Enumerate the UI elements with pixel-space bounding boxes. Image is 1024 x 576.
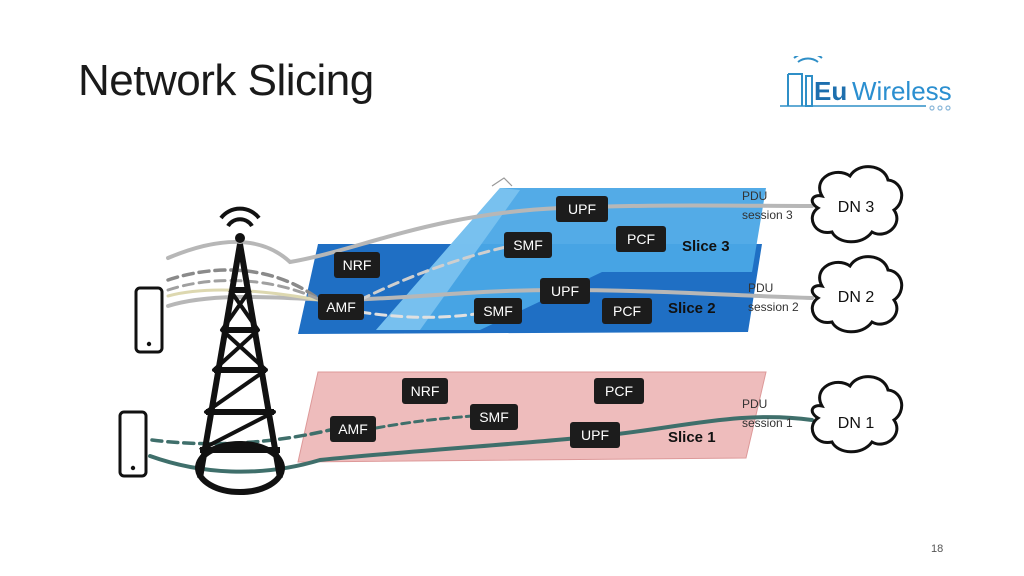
slice2-pcf: PCF xyxy=(602,298,652,324)
slice2-nrf: NRF xyxy=(334,252,380,278)
path-session2 xyxy=(166,287,814,308)
slice1-nrf: NRF xyxy=(402,378,448,404)
slice3-label: Slice 3 xyxy=(682,238,730,255)
pdu-session2-label-2: session 2 xyxy=(748,300,799,314)
dn2-cloud-icon: DN 2 xyxy=(810,255,904,334)
svg-text:AMF: AMF xyxy=(326,299,356,315)
svg-text:NRF: NRF xyxy=(411,383,440,399)
dn3-label: DN 3 xyxy=(838,199,875,216)
pdu-session2-label-1: PDU xyxy=(748,281,773,295)
svg-text:PCF: PCF xyxy=(613,303,641,319)
slice1-amf: AMF xyxy=(330,416,376,442)
svg-text:UPF: UPF xyxy=(581,427,609,443)
slice2-amf: AMF xyxy=(318,294,364,320)
path-dashed-slice3 xyxy=(358,242,522,302)
phone-icon-upper xyxy=(134,286,164,354)
slice2-smf: SMF xyxy=(474,298,522,324)
dn1-cloud-icon: DN 1 xyxy=(810,375,904,454)
svg-text:NRF: NRF xyxy=(343,257,372,273)
slice1-smf: SMF xyxy=(470,404,518,430)
svg-text:SMF: SMF xyxy=(513,237,543,253)
dn1-label: DN 1 xyxy=(838,415,875,432)
svg-text:PCF: PCF xyxy=(605,383,633,399)
svg-text:UPF: UPF xyxy=(551,283,579,299)
path-session1 xyxy=(148,415,814,474)
path-dashed-upper2 xyxy=(166,279,322,302)
svg-text:SMF: SMF xyxy=(483,303,513,319)
logo-text-light: Wireless xyxy=(852,76,952,106)
slice2-upf: UPF xyxy=(540,278,590,304)
path-dashed-upper1 xyxy=(166,268,322,302)
phone-icon-lower xyxy=(118,410,148,478)
slice2-label: Slice 2 xyxy=(668,300,716,317)
slice1-label: Slice 1 xyxy=(668,429,716,446)
path-dashed-slice2 xyxy=(358,310,492,319)
page-title: Network Slicing xyxy=(78,56,374,105)
dn3-cloud-icon: DN 3 xyxy=(810,165,904,244)
svg-text:PCF: PCF xyxy=(627,231,655,247)
slice3-smf: SMF xyxy=(504,232,552,258)
pdu-session1-label-1: PDU xyxy=(742,397,767,411)
pdu-session3-label-1: PDU xyxy=(742,189,767,203)
dn2-label: DN 2 xyxy=(838,289,875,306)
circuit-dots-icon xyxy=(929,105,951,111)
slice1-pcf: PCF xyxy=(594,378,644,404)
path-dashed-smf1 xyxy=(374,414,474,430)
svg-text:SMF: SMF xyxy=(479,409,509,425)
slice3-ramp xyxy=(376,188,520,330)
svg-text:UPF: UPF xyxy=(568,201,596,217)
page-number: 18 xyxy=(931,543,944,555)
cell-tower-icon xyxy=(195,206,285,495)
svg-text:AMF: AMF xyxy=(338,421,368,437)
slice3-flag xyxy=(491,177,513,187)
building-icon xyxy=(780,56,926,107)
logo-text-bold: Eu xyxy=(814,76,847,106)
slice3-pcf: PCF xyxy=(616,226,666,252)
euwireless-logo: Eu Wireless xyxy=(780,56,952,111)
slice1-upf: UPF xyxy=(570,422,620,448)
slice3-upf: UPF xyxy=(556,196,608,222)
path-session3 xyxy=(166,203,814,265)
pdu-session1-label-2: session 1 xyxy=(742,416,793,430)
pdu-session3-label-2: session 3 xyxy=(742,208,793,222)
